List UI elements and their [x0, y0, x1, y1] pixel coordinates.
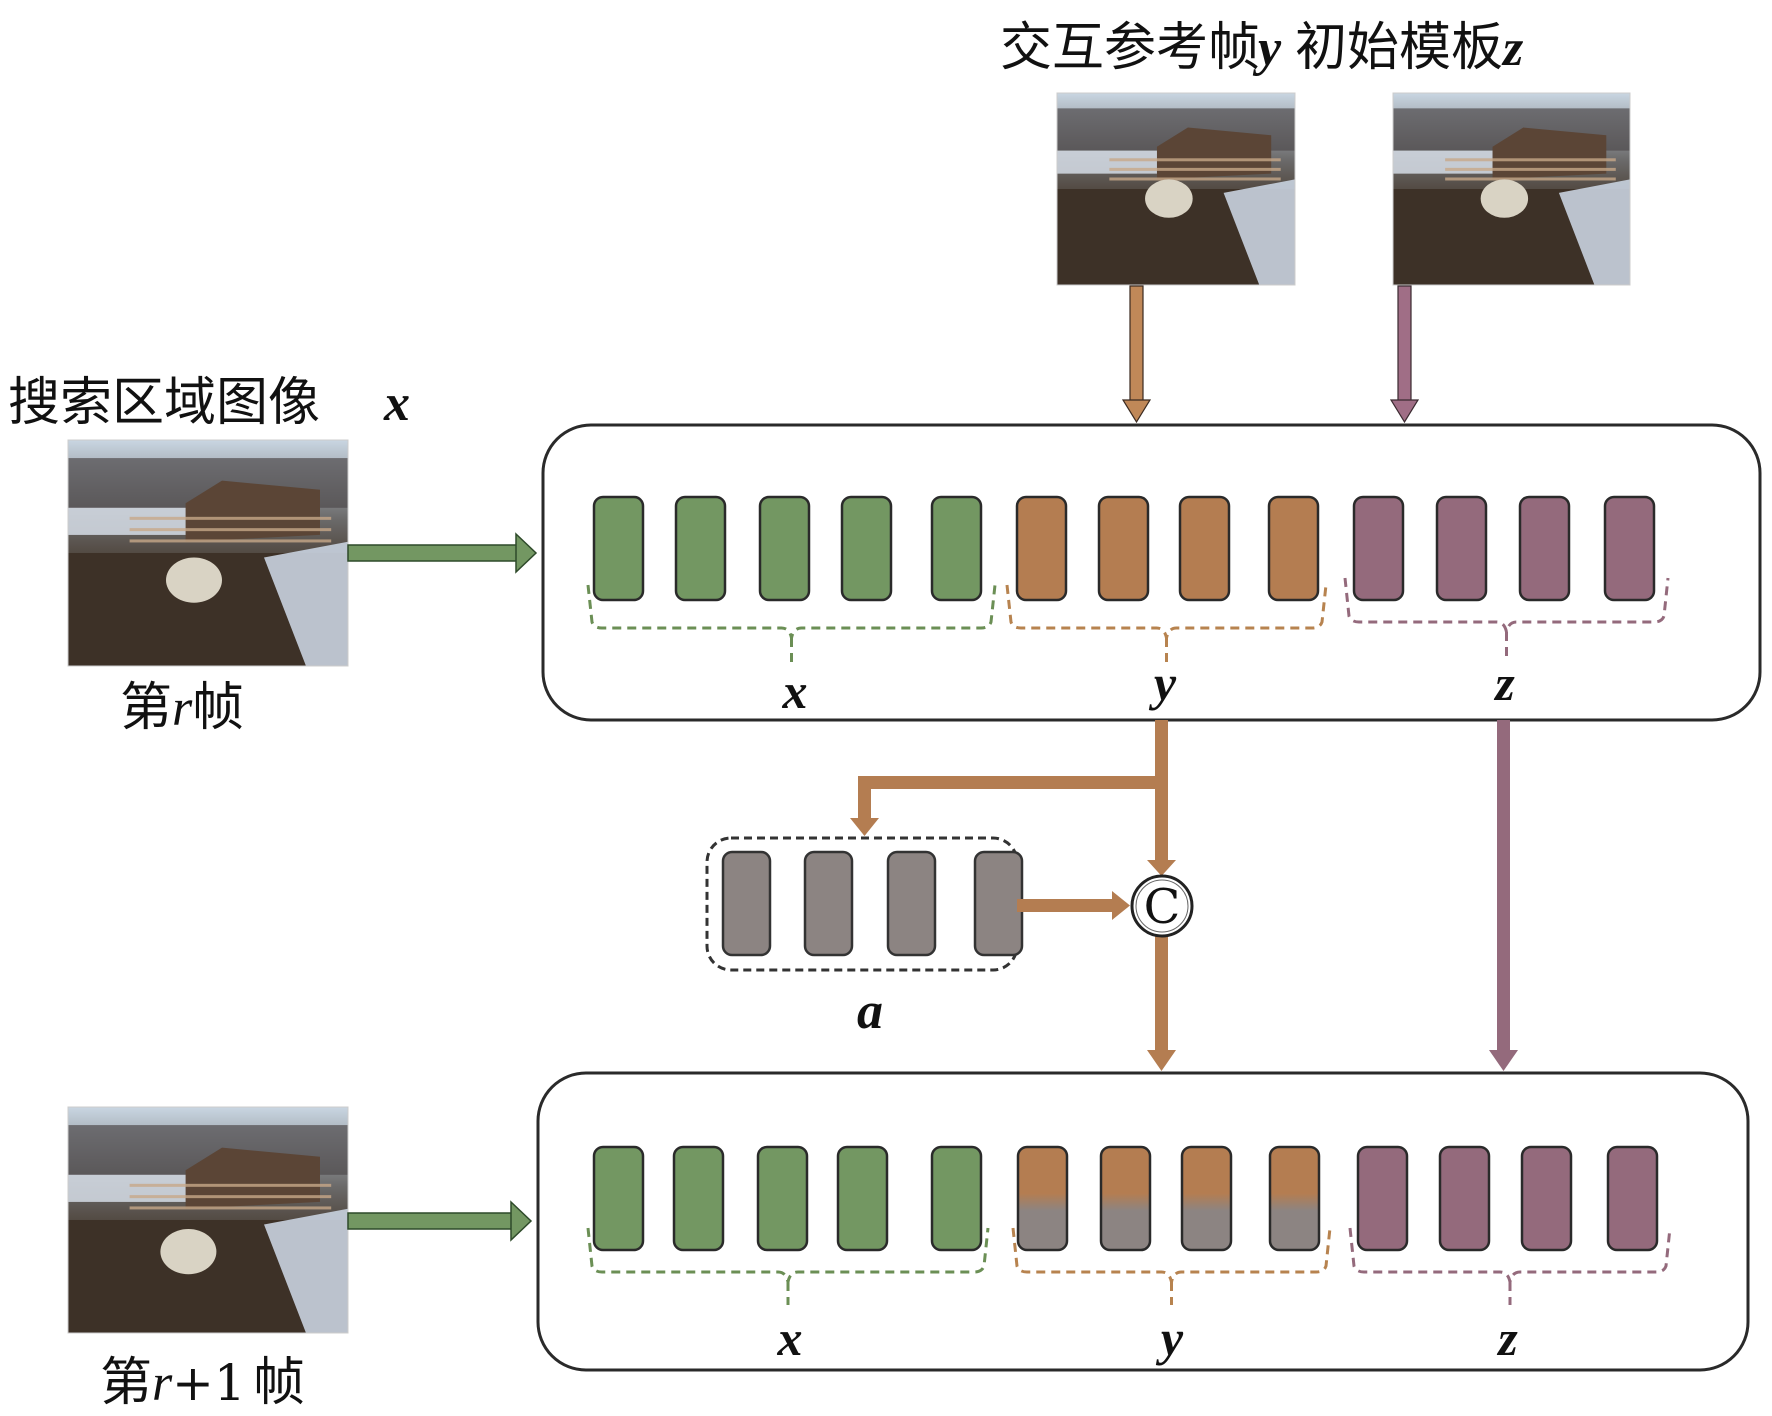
arrow-ref-to-top	[1121, 285, 1152, 424]
token-x-4	[836, 1145, 889, 1252]
frame-r-prefix: 第	[120, 678, 172, 738]
init-template-title: 初始模板 z	[1295, 18, 1524, 78]
attention-label: a	[857, 983, 883, 1040]
frame-r1-prefix: 第	[100, 1353, 152, 1413]
frame-r1-var: r	[152, 1355, 173, 1412]
init-template-label: 初始模板	[1295, 18, 1503, 78]
bottom-label-z: z	[1496, 1310, 1518, 1366]
token-y-4	[1267, 495, 1320, 602]
search-image-var: x	[383, 375, 410, 432]
token-z-3	[1518, 495, 1571, 602]
top-label-x: x	[782, 663, 808, 719]
token-x-5	[930, 495, 983, 602]
token-x-5	[930, 1145, 983, 1252]
token-x-1	[592, 1145, 645, 1252]
token-z-1	[1356, 1145, 1409, 1252]
sheep-icon	[160, 1229, 217, 1275]
bracket-y	[1011, 1227, 1332, 1305]
photo-ref-frame-y	[1056, 92, 1296, 286]
token-z-1	[1352, 495, 1405, 602]
arrow-y-to-concat	[1147, 720, 1176, 876]
token-a-3	[886, 850, 937, 957]
frame-r1-label: 第 r +1 帧	[100, 1353, 305, 1413]
top-token-bars	[592, 495, 1656, 602]
token-y-1	[1015, 495, 1068, 602]
photo-init-template-z	[1392, 92, 1631, 286]
token-z-3	[1520, 1145, 1573, 1252]
arrow-init-to-top	[1389, 285, 1420, 424]
bottom-label-y: y	[1156, 1310, 1184, 1366]
arrow-next-to-bottom	[347, 1200, 533, 1242]
attention-bars	[721, 850, 1024, 957]
top-brackets	[586, 577, 1670, 662]
arrow-attention-to-concat	[1017, 891, 1130, 920]
token-z-4	[1603, 495, 1656, 602]
concat-symbol: C	[1144, 879, 1181, 935]
frame-r-var: r	[172, 680, 193, 737]
arrow-z-to-bottom	[1489, 720, 1518, 1071]
frame-r-label: 第 r 帧	[120, 678, 244, 738]
concat-operator: C	[1130, 874, 1194, 938]
bracket-z	[1343, 577, 1670, 656]
photo-group	[67, 92, 1631, 1334]
token-y-3	[1180, 1145, 1233, 1252]
ref-frame-title: 交互参考帧 y	[1000, 18, 1282, 78]
frame-r-suffix: 帧	[192, 678, 244, 738]
sheep-icon	[166, 557, 222, 603]
token-y-3	[1178, 495, 1231, 602]
token-y-2	[1097, 495, 1150, 602]
bottom-brackets	[586, 1227, 1672, 1305]
frame-r1-mid: +1	[172, 1354, 246, 1412]
token-y-4	[1268, 1145, 1321, 1252]
token-z-4	[1606, 1145, 1659, 1252]
photo-frame-r	[67, 439, 349, 667]
arrow-y-to-attention	[850, 776, 1161, 836]
token-y-2	[1099, 1145, 1152, 1252]
sheep-icon	[1480, 179, 1529, 218]
frame-r1-suffix: 帧	[253, 1353, 305, 1413]
init-template-var: z	[1501, 20, 1524, 77]
token-a-1	[721, 850, 772, 957]
search-image-label: 搜索区域图像	[8, 373, 320, 433]
token-z-2	[1435, 495, 1488, 602]
token-x-2	[672, 1145, 725, 1252]
bracket-y	[1005, 584, 1328, 662]
token-x-3	[758, 495, 811, 602]
token-x-3	[756, 1145, 809, 1252]
token-a-4	[973, 850, 1024, 957]
arrow-concat-to-bottom	[1147, 935, 1176, 1071]
bottom-label-x: x	[777, 1310, 803, 1366]
token-a-2	[803, 850, 854, 957]
photo-frame-r-plus-1	[67, 1106, 349, 1334]
token-y-1	[1016, 1145, 1069, 1252]
top-label-z: z	[1493, 655, 1515, 711]
bracket-x	[586, 584, 997, 662]
bracket-x	[586, 1227, 990, 1305]
top-label-y: y	[1149, 655, 1177, 711]
sheep-icon	[1145, 179, 1193, 218]
search-image-title: 搜索区域图像 x	[8, 373, 410, 433]
token-x-4	[840, 495, 893, 602]
token-x-2	[674, 495, 727, 602]
ref-frame-label: 交互参考帧	[1000, 18, 1260, 78]
arrow-search-to-top	[347, 532, 538, 574]
bracket-z	[1348, 1227, 1672, 1305]
bottom-token-bars	[592, 1145, 1659, 1252]
token-x-1	[592, 495, 645, 602]
token-z-2	[1438, 1145, 1491, 1252]
